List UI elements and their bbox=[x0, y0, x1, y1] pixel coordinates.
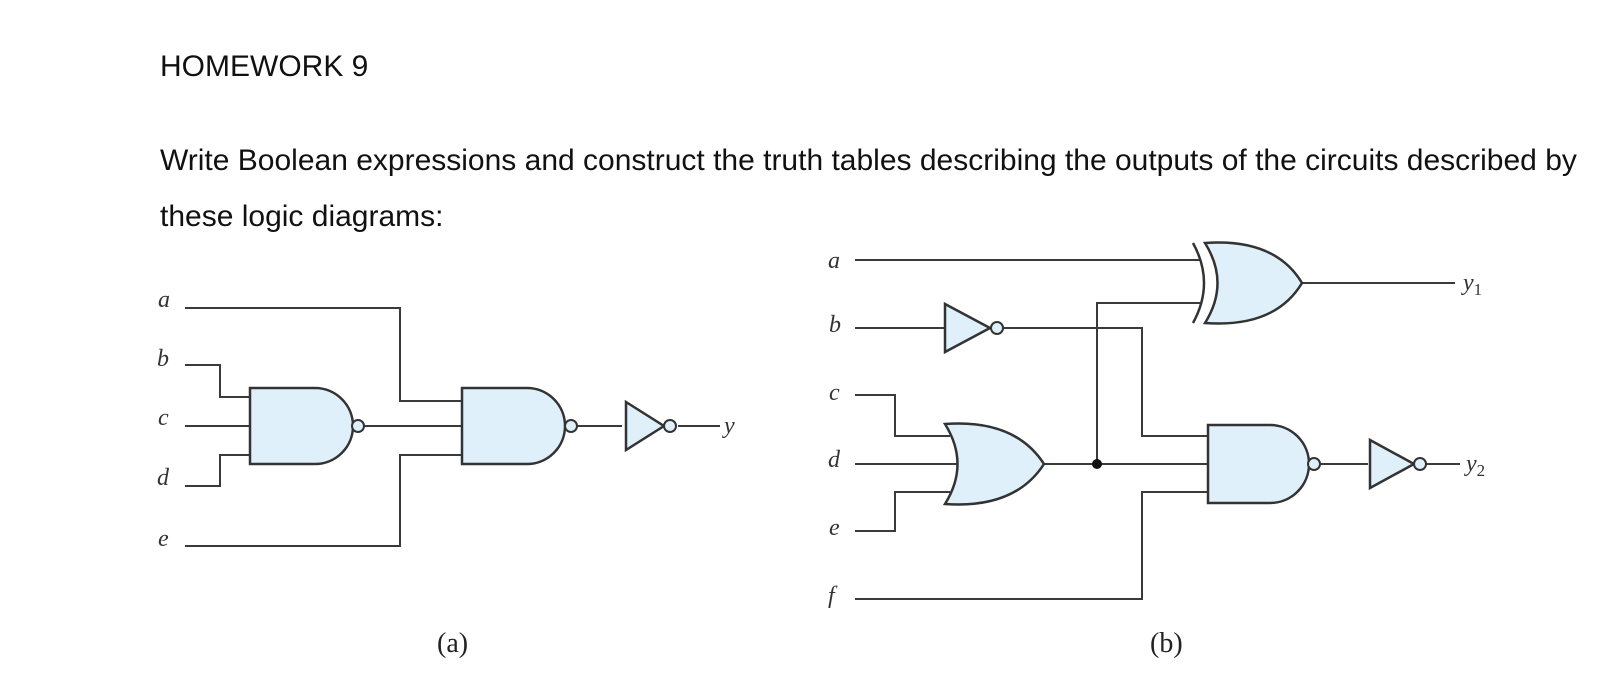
not-gate-y2-bubble bbox=[1413, 457, 1427, 471]
caption-b: (b) bbox=[1150, 628, 1183, 659]
input-e-label: e bbox=[158, 526, 169, 552]
nand-gate-2 bbox=[460, 386, 567, 466]
wire-b-e bbox=[855, 491, 950, 532]
nand-gate-1 bbox=[248, 386, 355, 466]
diagram-b: a b c d e f y1 y2 bbox=[828, 241, 1485, 659]
wire-e bbox=[185, 454, 462, 547]
input-d-label-b: d bbox=[828, 447, 841, 473]
not-gate-b-bubble bbox=[990, 321, 1004, 335]
not-gate-y2 bbox=[1368, 437, 1417, 491]
output-y1-label: y1 bbox=[1461, 270, 1482, 299]
wire-b bbox=[185, 364, 250, 398]
input-a-label-b: a bbox=[828, 248, 840, 274]
wire-not-b-out bbox=[1003, 327, 1208, 437]
not-gate-b bbox=[943, 301, 993, 355]
instructions-text: Write Boolean expressions and construct … bbox=[160, 144, 1577, 233]
nand-gate-b bbox=[1206, 423, 1311, 505]
output-y-label: y bbox=[722, 413, 735, 439]
nand-gate-b-bubble bbox=[1307, 457, 1321, 471]
xor-gate-back-curve bbox=[1191, 242, 1206, 324]
or-gate bbox=[942, 422, 1046, 506]
wire-a bbox=[185, 307, 462, 402]
input-d-label: d bbox=[157, 465, 170, 491]
page-title: HOMEWORK 9 bbox=[160, 50, 369, 83]
nand-gate-1-bubble bbox=[351, 419, 365, 433]
input-b-label: b bbox=[157, 346, 169, 372]
input-c-label: c bbox=[158, 405, 169, 431]
not-gate-a-bubble bbox=[663, 419, 677, 433]
junction-dot bbox=[1092, 459, 1102, 469]
diagram-a: a b c d e y (a) bbox=[157, 287, 735, 659]
wire-b-c bbox=[855, 394, 950, 437]
input-a-label: a bbox=[158, 287, 170, 313]
wire-d bbox=[185, 454, 250, 487]
output-y2-label: y2 bbox=[1464, 451, 1485, 480]
nand-gate-2-bubble bbox=[564, 419, 578, 433]
caption-a: (a) bbox=[437, 628, 468, 659]
input-b-label-b: b bbox=[829, 312, 841, 338]
xor-gate bbox=[1202, 241, 1304, 325]
not-gate-a bbox=[624, 399, 667, 453]
wire-or-to-xor bbox=[1096, 302, 1200, 464]
wire-b-f bbox=[855, 491, 1208, 600]
input-e-label-b: e bbox=[829, 515, 840, 541]
input-f-label-b: f bbox=[828, 583, 838, 609]
input-c-label-b: c bbox=[829, 380, 840, 406]
